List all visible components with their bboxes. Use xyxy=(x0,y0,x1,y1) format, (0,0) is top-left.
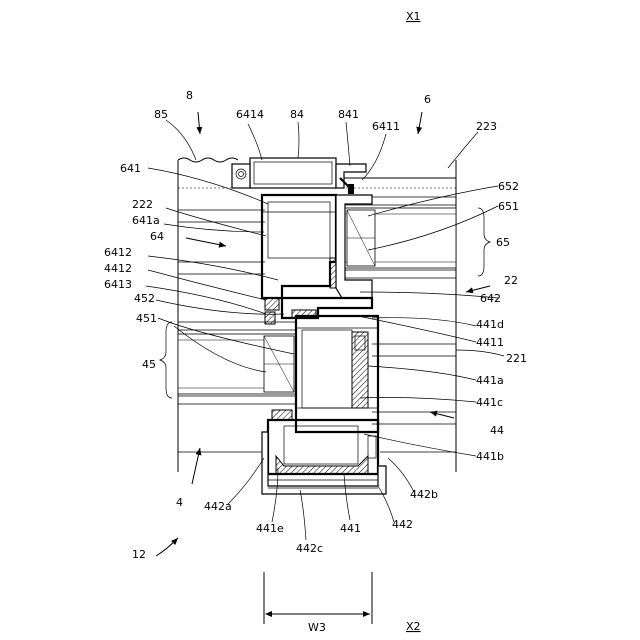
label-442b: 442b xyxy=(410,488,438,501)
label-85: 85 xyxy=(154,108,168,121)
label-8: 8 xyxy=(186,89,193,102)
label-6: 6 xyxy=(424,93,431,106)
label-6412: 6412 xyxy=(104,246,132,259)
label-4411: 4411 xyxy=(476,336,504,349)
label-221: 221 xyxy=(506,352,527,365)
joint-parts xyxy=(265,298,372,324)
label-652: 652 xyxy=(498,180,519,193)
label-223: 223 xyxy=(476,120,497,133)
glass-unit-65 xyxy=(345,208,456,268)
label-442: 442 xyxy=(392,518,413,531)
label-452: 452 xyxy=(134,292,155,305)
label-222: 222 xyxy=(132,198,153,211)
label-4: 4 xyxy=(176,496,183,509)
label-45: 45 xyxy=(142,358,156,371)
label-6414: 6414 xyxy=(236,108,264,121)
label-641: 641 xyxy=(120,162,141,175)
label-12: 12 xyxy=(132,548,146,561)
label-641a: 641a xyxy=(132,214,160,227)
label-442a: 442a xyxy=(204,500,232,513)
reference-labels: X1 X2 W3 8 6 85 84 841 6414 6411 223 641… xyxy=(104,10,527,634)
label-x2: X2 xyxy=(406,620,421,633)
label-441: 441 xyxy=(340,522,361,535)
label-451: 451 xyxy=(136,312,157,325)
label-651: 651 xyxy=(498,200,519,213)
label-6413: 6413 xyxy=(104,278,132,291)
label-w3: W3 xyxy=(308,621,326,634)
label-441e: 441e xyxy=(256,522,284,535)
label-44: 44 xyxy=(490,424,504,437)
label-22: 22 xyxy=(504,274,518,287)
label-441b: 441b xyxy=(476,450,504,463)
dimension-w3 xyxy=(264,572,372,624)
label-65: 65 xyxy=(496,236,510,249)
label-441d: 441d xyxy=(476,318,504,331)
label-4412: 4412 xyxy=(104,262,132,275)
label-6411: 6411 xyxy=(372,120,400,133)
label-841: 841 xyxy=(338,108,359,121)
label-442c: 442c xyxy=(296,542,323,555)
label-642: 642 xyxy=(480,292,501,305)
label-441c: 441c xyxy=(476,396,503,409)
label-64: 64 xyxy=(150,230,164,243)
label-84: 84 xyxy=(290,108,304,121)
label-441a: 441a xyxy=(476,374,504,387)
label-x1: X1 xyxy=(406,10,421,23)
